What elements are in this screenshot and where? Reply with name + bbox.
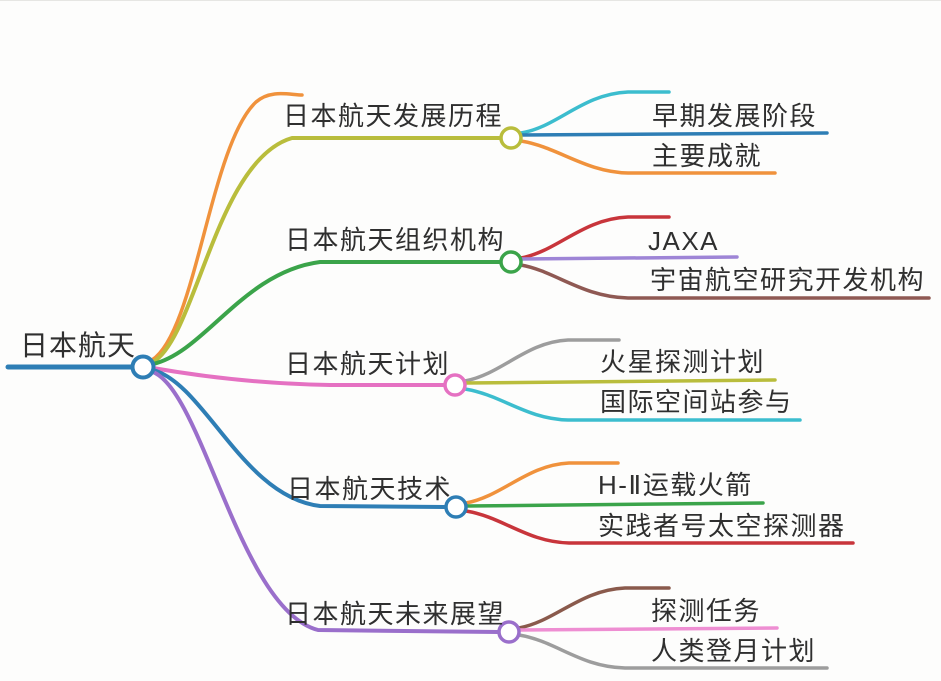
edge-technology-tip [464, 461, 620, 505]
node-missions[interactable]: 探测任务 [651, 596, 762, 626]
edge-branch-technology [151, 368, 447, 509]
node-mars-plan[interactable]: 火星探测计划 [600, 347, 766, 377]
node-achievements[interactable]: 主要成就 [652, 141, 763, 171]
edge-missions [517, 626, 779, 632]
edge-root-tip [150, 91, 304, 362]
edge-h2-rocket [464, 501, 765, 508]
node-future[interactable]: 日本航天未来展望 [285, 599, 506, 629]
node-handle-organizations[interactable] [499, 250, 523, 274]
node-root[interactable]: 日本航天 [20, 330, 137, 361]
edge-mars-plan [463, 378, 777, 385]
node-handle-technology[interactable] [444, 495, 468, 519]
node-handle-plans[interactable] [443, 373, 467, 397]
node-technology[interactable]: 日本航天技术 [287, 474, 453, 504]
edge-branch-history [151, 136, 502, 364]
edge-plans-tip [463, 338, 621, 383]
edge-lunar-plan [517, 633, 829, 670]
node-jaxa[interactable]: JAXA [648, 226, 720, 256]
edge-early-stage [519, 131, 829, 137]
edge-branch-organizations [151, 260, 502, 366]
node-organizations[interactable]: 日本航天组织机构 [285, 225, 506, 255]
node-explorer-probe[interactable]: 实践者号太空探测器 [598, 511, 846, 541]
node-handle-history[interactable] [499, 126, 523, 150]
edge-branch-plans [151, 366, 446, 387]
edge-organizations-tip [519, 215, 671, 260]
node-iss-participation[interactable]: 国际空间站参与 [600, 387, 793, 417]
node-handle-future[interactable] [497, 620, 521, 644]
top-border [0, 0, 941, 1]
node-h2-rocket[interactable]: H-Ⅱ运载火箭 [598, 470, 753, 500]
node-plans[interactable]: 日本航天计划 [285, 349, 451, 379]
edge-jaxa-fullname [519, 263, 931, 300]
node-lunar-plan[interactable]: 人类登月计划 [651, 636, 817, 666]
edge-jaxa [519, 255, 739, 261]
edge-history-tip [519, 90, 671, 135]
edge-iss-participation [463, 387, 802, 422]
edge-explorer-probe [464, 509, 855, 545]
node-handle-root[interactable] [130, 354, 156, 380]
node-jaxa-fullname[interactable]: 宇宙航空研究开发机构 [650, 265, 926, 295]
edge-achievements [519, 139, 777, 175]
edge-future-tip [517, 586, 671, 630]
node-history[interactable]: 日本航天发展历程 [283, 101, 504, 131]
edge-branch-future [151, 370, 500, 634]
node-early-stage[interactable]: 早期发展阶段 [652, 101, 818, 131]
